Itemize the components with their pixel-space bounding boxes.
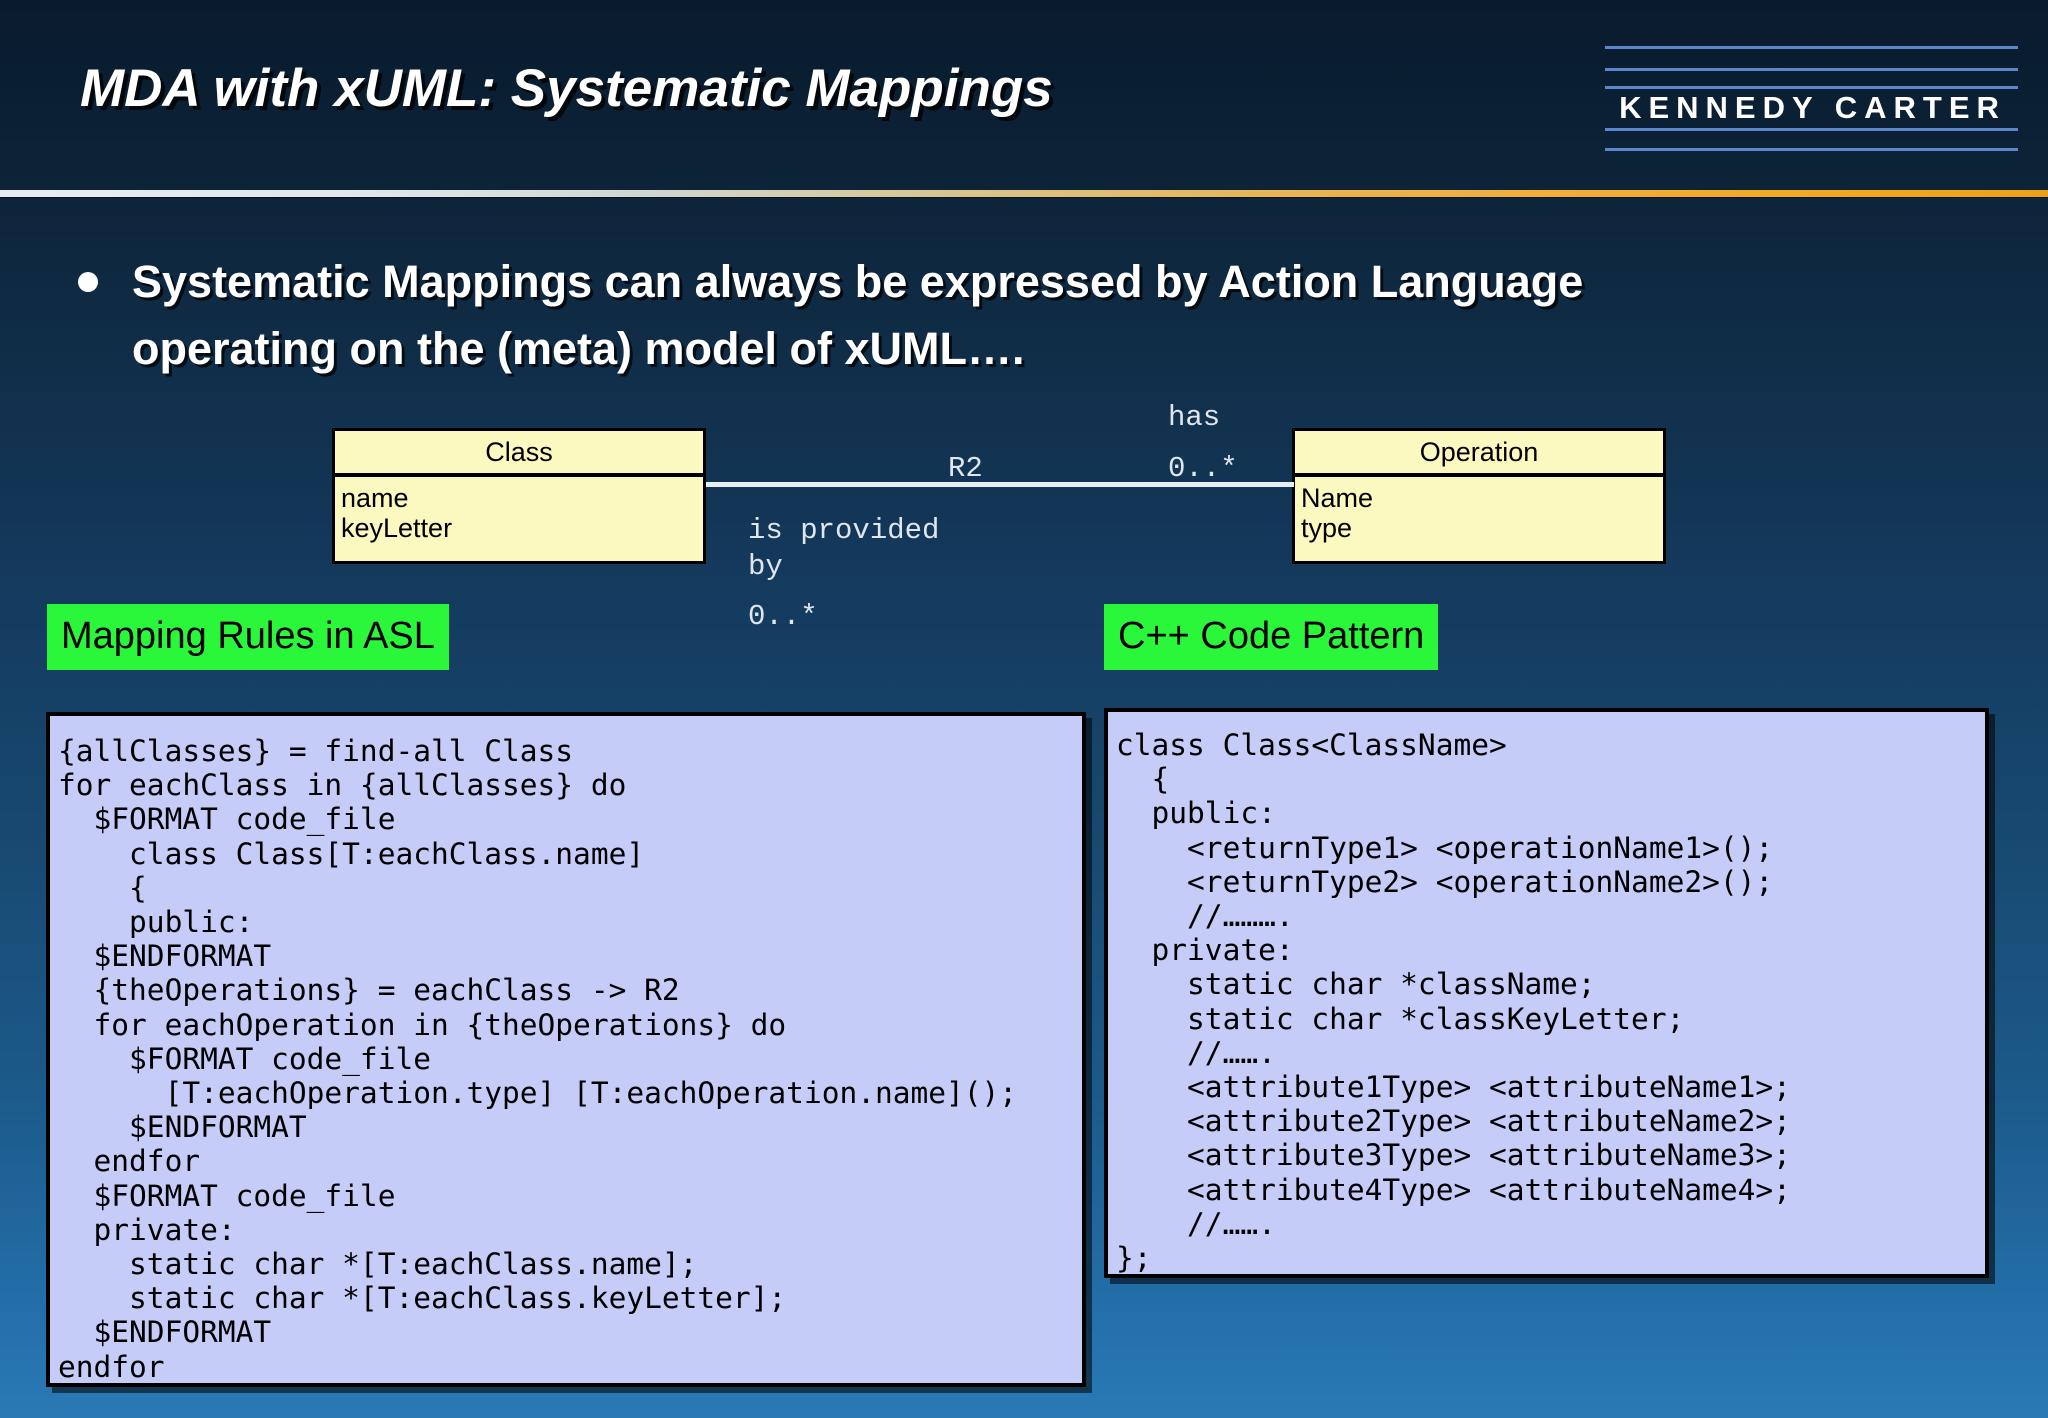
logo-wordmark: KENNEDY CARTER xyxy=(1619,90,2006,125)
logo-rule-3 xyxy=(1605,86,2018,89)
uml-association-line xyxy=(706,482,1294,487)
uml-role-phrase-has: has xyxy=(1168,401,1221,434)
bullet-line-2: operating on the (meta) model of xUML…. xyxy=(132,323,1025,374)
slide-header-band xyxy=(0,0,2048,190)
slide-title: MDA with xUML: Systematic Mappings xyxy=(80,59,1053,118)
logo-rule-4 xyxy=(1605,128,2018,131)
uml-multiplicity-right: 0..* xyxy=(1168,452,1238,485)
uml-class-box-attributes: name keyLetter xyxy=(341,483,453,543)
uml-operation-box: Operation Name type xyxy=(1292,428,1666,564)
uml-operation-box-title: Operation xyxy=(1295,431,1663,477)
logo-rule-2 xyxy=(1605,68,2018,71)
cpp-code-panel: class Class<ClassName> { public: <return… xyxy=(1104,708,1989,1278)
logo-rule-5 xyxy=(1605,148,2018,151)
caption-mapping-rules-in-asl: Mapping Rules in ASL xyxy=(47,604,449,670)
uml-role-phrase-is-provided-by: is provided by xyxy=(748,514,940,583)
uml-relationship-id: R2 xyxy=(948,452,983,485)
asl-code-text: {allClasses} = find-all Class for eachCl… xyxy=(58,734,1018,1384)
bullet-block: Systematic Mappings can always be expres… xyxy=(78,248,1978,382)
uml-multiplicity-left: 0..* xyxy=(748,600,818,633)
uml-class-box-title: Class xyxy=(335,431,703,477)
cpp-code-text: class Class<ClassName> { public: <return… xyxy=(1116,728,1791,1276)
bullet-dot-icon xyxy=(78,272,98,292)
uml-class-box: Class name keyLetter xyxy=(332,428,706,564)
uml-operation-box-attributes: Name type xyxy=(1301,483,1374,543)
asl-code-panel: {allClasses} = find-all Class for eachCl… xyxy=(46,712,1086,1387)
bullet-line-1: Systematic Mappings can always be expres… xyxy=(132,256,1584,307)
logo-rule-1 xyxy=(1605,46,2018,49)
kennedy-carter-logo: KENNEDY CARTER xyxy=(1605,24,2018,152)
header-divider-rule xyxy=(0,190,2048,197)
caption-cpp-code-pattern: C++ Code Pattern xyxy=(1104,604,1439,670)
